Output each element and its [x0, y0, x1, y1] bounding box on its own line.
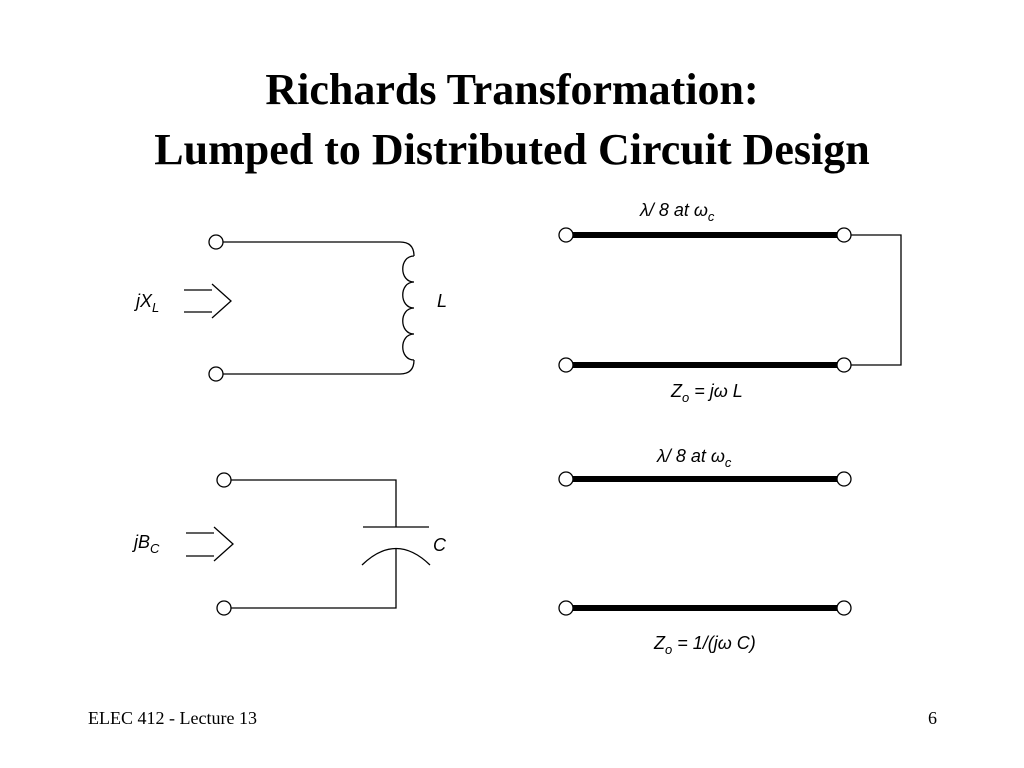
- short-stub: [558, 227, 902, 373]
- open-stub-length-label: λ/ 8 at ωc: [656, 446, 732, 470]
- open-stub-terminal-br: [836, 600, 852, 616]
- inductor-terminal-top: [208, 234, 224, 250]
- capacitor-terminal-bottom: [216, 600, 232, 616]
- capacitor-arrow-icon: [186, 526, 234, 562]
- inductor-wire-bottom: [223, 359, 415, 375]
- title-line-2: Lumped to Distributed Circuit Design: [154, 125, 870, 174]
- inductor-circuit: [184, 234, 415, 382]
- capacitor-circuit: [186, 472, 431, 616]
- open-stub-terminal-bl: [558, 600, 574, 616]
- footer-course: ELEC 412 - Lecture 13: [88, 708, 257, 728]
- short-stub-terminal-br: [836, 357, 852, 373]
- inductor-port-label: jXL: [133, 291, 159, 315]
- short-stub-impedance-label: Zo = jω L: [670, 381, 743, 405]
- title-line-1: Richards Transformation:: [265, 65, 759, 114]
- short-stub-terminal-tl: [558, 227, 574, 243]
- capacitor-wire-bottom: [231, 548, 397, 609]
- short-stub-length-label: λ/ 8 at ωc: [639, 200, 715, 224]
- inductor-terminal-bottom: [208, 366, 224, 382]
- capacitor-wire-top: [231, 479, 397, 527]
- slide-title: Richards Transformation: Lumped to Distr…: [0, 60, 1024, 180]
- capacitor-terminal-top: [216, 472, 232, 488]
- open-stub-impedance-label: Zo = 1/(jω C): [653, 633, 756, 657]
- short-stub-short-wire: [851, 234, 902, 366]
- capacitor-element-label: C: [433, 535, 447, 555]
- inductor-coil: [402, 255, 415, 361]
- inductor-arrow-icon: [184, 283, 232, 319]
- open-stub-terminal-tr: [836, 471, 852, 487]
- short-stub-terminal-tr: [836, 227, 852, 243]
- inductor-element-label: L: [437, 291, 447, 311]
- open-stub: [558, 471, 852, 616]
- open-stub-terminal-tl: [558, 471, 574, 487]
- short-stub-terminal-bl: [558, 357, 574, 373]
- capacitor-port-label: jBC: [131, 532, 160, 556]
- footer-page-number: 6: [928, 708, 937, 728]
- inductor-wire-top: [223, 241, 415, 257]
